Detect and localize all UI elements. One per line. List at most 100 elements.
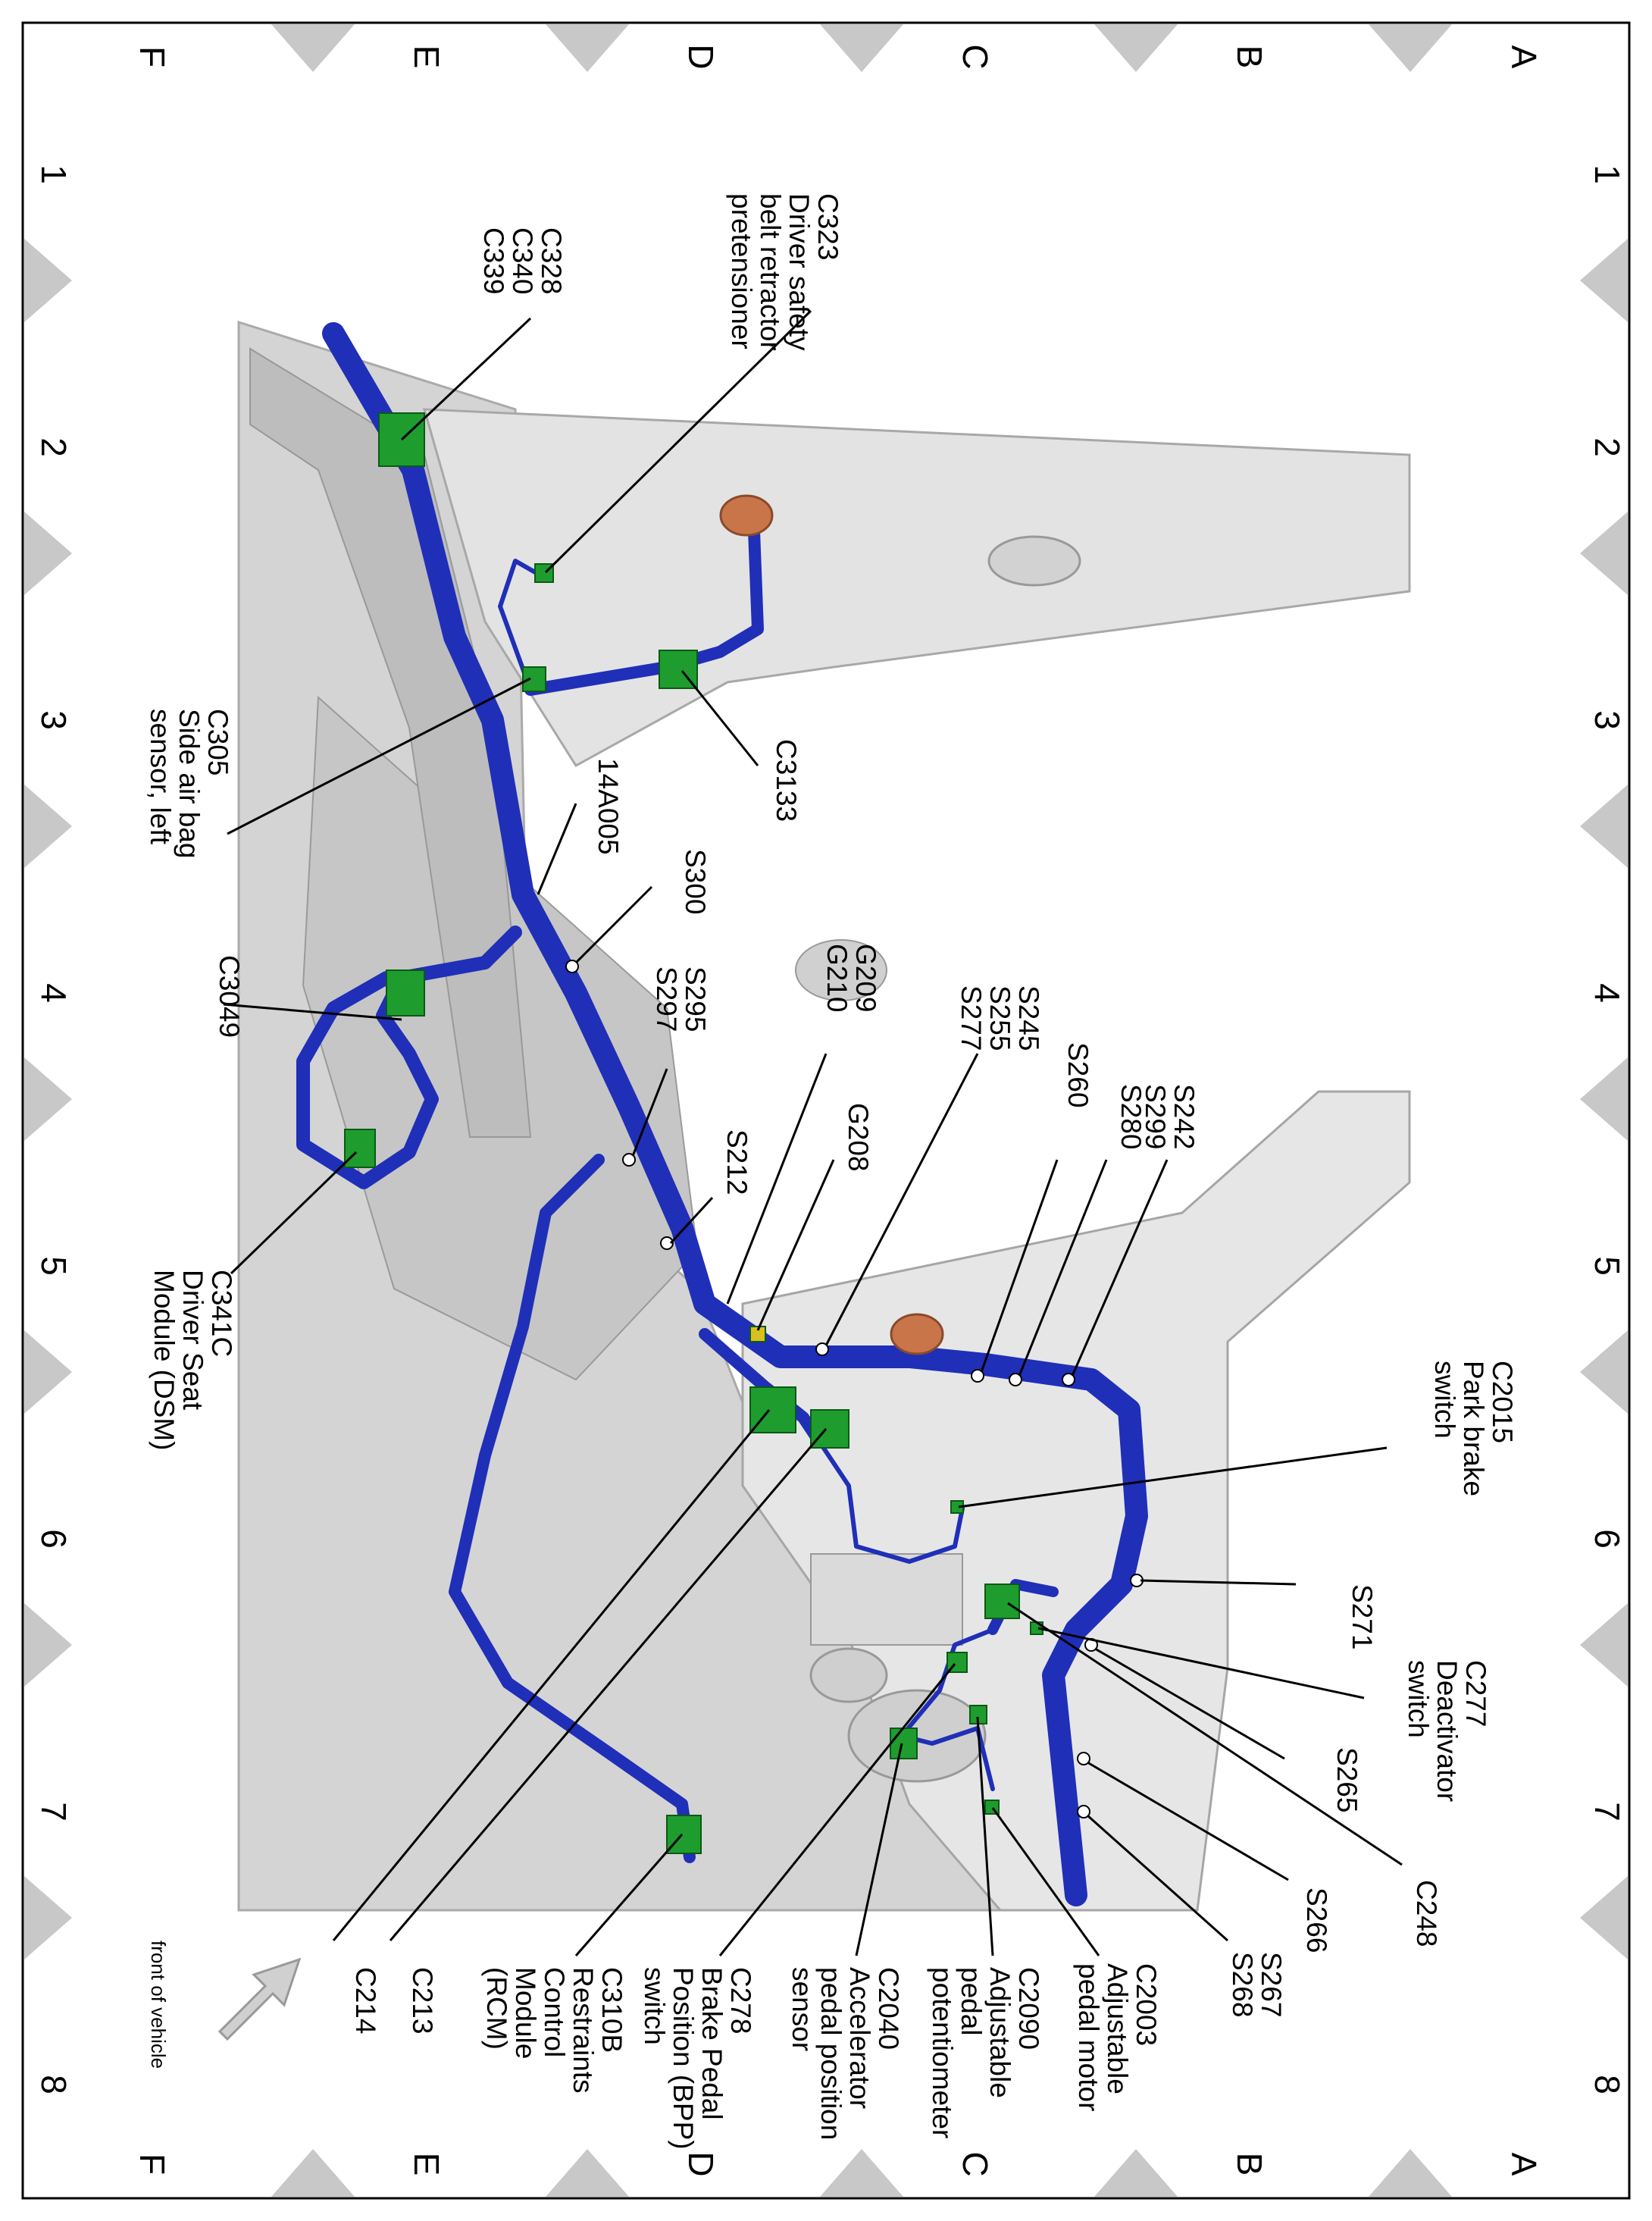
splice-s280 bbox=[1009, 1373, 1022, 1386]
callout-line: Driver Seat bbox=[177, 1270, 208, 1411]
splice-s267 bbox=[1077, 1805, 1090, 1818]
connector-c3049 bbox=[386, 970, 425, 1017]
connector-c213 bbox=[810, 1409, 849, 1449]
callout-line: G210 bbox=[821, 944, 853, 1013]
row-label-bottom-c: C bbox=[956, 2151, 995, 2176]
callout-line: sensor bbox=[787, 1967, 818, 2051]
callout-line: S265 bbox=[1331, 1747, 1363, 1812]
callout-line: S212 bbox=[721, 1129, 752, 1195]
connector-c305 bbox=[522, 666, 546, 692]
splice-s245 bbox=[815, 1342, 829, 1356]
splice-s300 bbox=[565, 960, 579, 973]
callout-c277: C277Deactivatorswitch bbox=[1403, 1660, 1491, 1802]
callout-line: Control bbox=[539, 1967, 570, 2057]
row-label-top-f: F bbox=[133, 46, 172, 67]
callout-line: S266 bbox=[1301, 1887, 1332, 1953]
col-label-left-4: 4 bbox=[34, 983, 74, 1003]
col-label-left-3: 3 bbox=[34, 710, 74, 730]
callout-line: C2015 bbox=[1487, 1361, 1518, 1443]
callout-line: C278 bbox=[725, 1967, 756, 2034]
callout-line: 14A005 bbox=[593, 758, 624, 855]
callout-line: Brake Pedal bbox=[696, 1967, 727, 2120]
callout-s212: S212 bbox=[721, 1129, 752, 1195]
callout-line: S260 bbox=[1062, 1042, 1094, 1107]
row-label-bottom-e: E bbox=[407, 2153, 446, 2176]
callout-line: S268 bbox=[1227, 1952, 1258, 2017]
leader-s212 bbox=[669, 1196, 714, 1245]
callout-line: S295 bbox=[680, 966, 711, 1032]
callout-c328: C328C340C339 bbox=[478, 227, 567, 294]
vehicle-body-illustration bbox=[237, 320, 1411, 1912]
callout-c323: C323Driver safetybelt retractorpretensio… bbox=[726, 193, 843, 351]
grommet-upper bbox=[719, 494, 774, 537]
upper-pillar-panel bbox=[422, 408, 1411, 767]
col-label-left-5: 5 bbox=[34, 1256, 74, 1276]
col-label-right-2: 2 bbox=[1588, 437, 1627, 457]
callout-line: pedal motor bbox=[1073, 1963, 1104, 2111]
callout-s267: S267S268 bbox=[1227, 1952, 1287, 2017]
col-label-right-8: 8 bbox=[1588, 2075, 1627, 2094]
callout-labels: C323Driver safetybelt retractorpretensio… bbox=[145, 193, 1518, 2150]
row-label-top-b: B bbox=[1230, 45, 1269, 69]
col-label-right-5: 5 bbox=[1588, 1256, 1627, 1276]
callout-line: G208 bbox=[843, 1103, 874, 1172]
splice-s266 bbox=[1077, 1752, 1090, 1765]
callout-c3133: C3133 bbox=[771, 739, 802, 822]
front-of-vehicle-label: front of vehicle bbox=[147, 1941, 170, 2069]
splice-s260 bbox=[971, 1369, 984, 1383]
callout-line: C2003 bbox=[1131, 1963, 1162, 2046]
leader-s280 bbox=[1018, 1159, 1108, 1377]
callout-line: S271 bbox=[1347, 1584, 1378, 1649]
callout-line: switch bbox=[639, 1967, 670, 2045]
leader-c3049 bbox=[223, 1003, 402, 1021]
splice-s295 bbox=[622, 1153, 636, 1167]
leader-c2090 bbox=[976, 1716, 994, 1956]
callout-s245: S245S255S277 bbox=[956, 985, 1044, 1051]
row-label-bottom-a: A bbox=[1504, 2153, 1544, 2176]
col-label-left-2: 2 bbox=[34, 437, 74, 457]
callout-line: S277 bbox=[956, 985, 987, 1051]
row-label-top-d: D bbox=[681, 44, 721, 69]
leader-s267 bbox=[1087, 1814, 1228, 1942]
col-label-left-6: 6 bbox=[34, 1529, 74, 1549]
leader-s265 bbox=[1094, 1647, 1285, 1760]
harness-branch-c323 bbox=[498, 559, 544, 692]
row-label-bottom-f: F bbox=[133, 2154, 172, 2175]
grommet-dash bbox=[890, 1313, 944, 1355]
callout-g208: G208 bbox=[843, 1103, 874, 1172]
callout-line: Adjustable bbox=[984, 1967, 1015, 2098]
callout-line: C2090 bbox=[1013, 1967, 1044, 2050]
connector-c2040 bbox=[890, 1728, 918, 1759]
leader-s266 bbox=[1087, 1761, 1289, 1881]
connector-c341c bbox=[344, 1129, 376, 1168]
leader-lines bbox=[223, 309, 1403, 1956]
callout-c2040: C2040Acceleratorpedal positionsensor bbox=[787, 1967, 904, 2140]
callout-s300: S300 bbox=[680, 849, 711, 914]
callout-s295: S295S297 bbox=[651, 966, 711, 1032]
callout-s260: S260 bbox=[1062, 1042, 1094, 1107]
callout-line: G209 bbox=[850, 944, 881, 1013]
col-label-left-1: 1 bbox=[34, 164, 74, 184]
splice-s212 bbox=[660, 1236, 674, 1250]
grid-labels: A B C D E F A B C D E F 1 2 3 4 5 6 7 8 … bbox=[34, 44, 1627, 2176]
callout-line: C310B bbox=[596, 1967, 627, 2053]
callout-line: C2040 bbox=[873, 1967, 904, 2050]
callout-line: S267 bbox=[1256, 1952, 1287, 2017]
col-label-right-7: 7 bbox=[1588, 1802, 1627, 1822]
ground-g208 bbox=[749, 1326, 766, 1342]
callout-c2003: C2003Adjustablepedal motor bbox=[1073, 1963, 1162, 2111]
connector-c310b bbox=[666, 1815, 702, 1854]
leader-c328 bbox=[400, 317, 532, 441]
callout-s242: S242S299 bbox=[1140, 1084, 1200, 1149]
splice-markers bbox=[565, 960, 1144, 1818]
callout-line: pretensioner bbox=[726, 193, 757, 349]
connectors bbox=[344, 412, 1043, 1854]
callout-line: C340 bbox=[507, 227, 538, 294]
front-arrow-icon bbox=[217, 1957, 302, 2041]
col-label-left-7: 7 bbox=[34, 1802, 74, 1822]
callout-line: C328 bbox=[536, 227, 567, 294]
row-label-bottom-d: D bbox=[681, 2151, 721, 2176]
callout-c248: C248 bbox=[1411, 1880, 1442, 1947]
callout-line: Adjustable bbox=[1102, 1963, 1133, 2094]
callout-line: C323 bbox=[812, 193, 843, 260]
